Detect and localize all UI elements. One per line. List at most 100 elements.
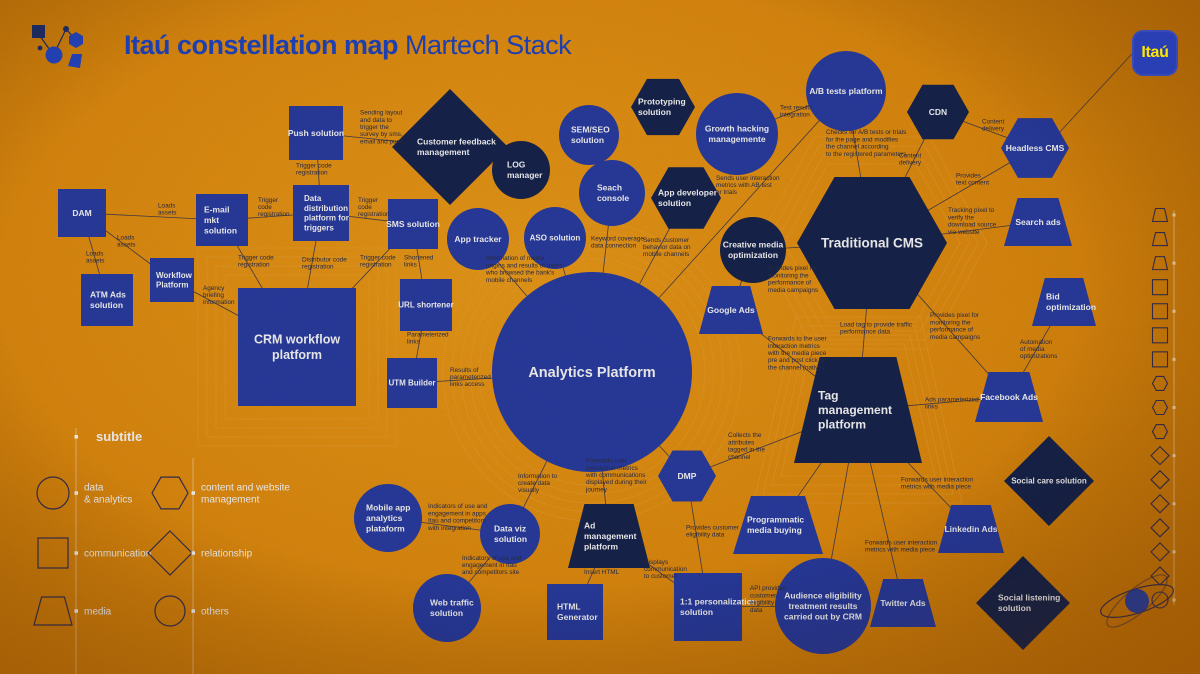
legend-tick	[74, 491, 78, 495]
side-rail-shape-square	[1151, 303, 1169, 320]
itau-brand-logo-text: Itaú	[1141, 44, 1169, 61]
side-rail-tick	[1172, 357, 1176, 361]
side-rail-shape-trapezoid	[1151, 256, 1169, 271]
side-rail-tick	[1172, 550, 1176, 554]
itau-brand-logo: Itaú	[1132, 30, 1178, 76]
push-solution-label: Push solution	[288, 128, 344, 138]
legend-shape-hexagon	[151, 476, 189, 510]
side-rail-tick	[1172, 309, 1176, 313]
side-rail-tick	[1172, 406, 1176, 409]
search-ads-label: Search ads	[1015, 217, 1061, 227]
linkedin-ads-label: Linkedin Ads	[944, 524, 997, 534]
ab-tests-platform-label: A/B tests platform	[809, 86, 883, 96]
side-rail-shape-square	[1151, 279, 1169, 296]
side-rail-shape-diamond	[1150, 469, 1170, 490]
cdn-label: CDN	[929, 107, 947, 117]
app-tracker-label: App tracker	[454, 234, 502, 244]
legend-label: media	[84, 607, 112, 618]
side-rail-shape-diamond	[1150, 518, 1170, 538]
page-title-light: Martech Stack	[398, 30, 572, 60]
dmp-label: DMP	[678, 471, 697, 481]
google-ads-label: Google Ads	[707, 305, 755, 315]
side-rail-tick	[1172, 598, 1176, 602]
analytics-platform-label: Analytics Platform	[528, 365, 655, 381]
side-rail-shape-square	[1151, 327, 1169, 344]
traditional-cms-label: Traditional CMS	[821, 236, 923, 251]
legend-tick	[74, 551, 78, 555]
side-rail-tick	[1172, 213, 1176, 217]
legend-label: communication	[84, 549, 151, 560]
legend-shape-circle	[154, 595, 186, 627]
side-rail-shape-hexagon	[1151, 424, 1169, 440]
edge-label: Insert HTML	[584, 569, 620, 576]
saturn-icon	[1100, 574, 1174, 628]
legend-tick	[74, 609, 78, 613]
side-rail-tick	[1172, 502, 1176, 506]
side-rail-tick	[1172, 454, 1176, 458]
legend-tick	[191, 551, 195, 555]
side-rail-tick	[1172, 261, 1176, 265]
legend-shape-circle	[36, 476, 70, 510]
legend-tick	[191, 609, 195, 613]
legend-tick	[191, 491, 195, 495]
legend-title: subtitle	[96, 429, 142, 444]
legend-label: others	[201, 607, 229, 618]
side-rail-shape-diamond	[1150, 542, 1170, 562]
headless-cms-label: Headless CMS	[1006, 143, 1065, 153]
twitter-ads-label: Twitter Ads	[880, 598, 926, 608]
side-rail-shape-diamond	[1150, 445, 1170, 466]
page-title: Itaú constellation map Martech Stack	[124, 30, 572, 61]
legend-label: data& analytics	[84, 483, 132, 506]
legend-shape-diamond	[147, 530, 193, 576]
url-shortener-label: URL shortener	[398, 301, 453, 310]
sms-solution-label: SMS solution	[386, 219, 440, 229]
side-rail-shape-trapezoid	[1151, 232, 1169, 247]
social-care-solution-label: Social care solution	[1011, 477, 1087, 486]
legend-label: relationship	[201, 549, 253, 560]
side-rail-shape-diamond	[1150, 493, 1170, 514]
legend-shape-trapezoid	[33, 596, 73, 626]
legend-shape-square	[37, 537, 69, 569]
page-title-bold: Itaú constellation map	[124, 30, 399, 60]
utm-builder-label: UTM Builder	[388, 379, 435, 388]
side-rail-shape-square	[1151, 351, 1169, 368]
legend-tick	[74, 435, 78, 439]
